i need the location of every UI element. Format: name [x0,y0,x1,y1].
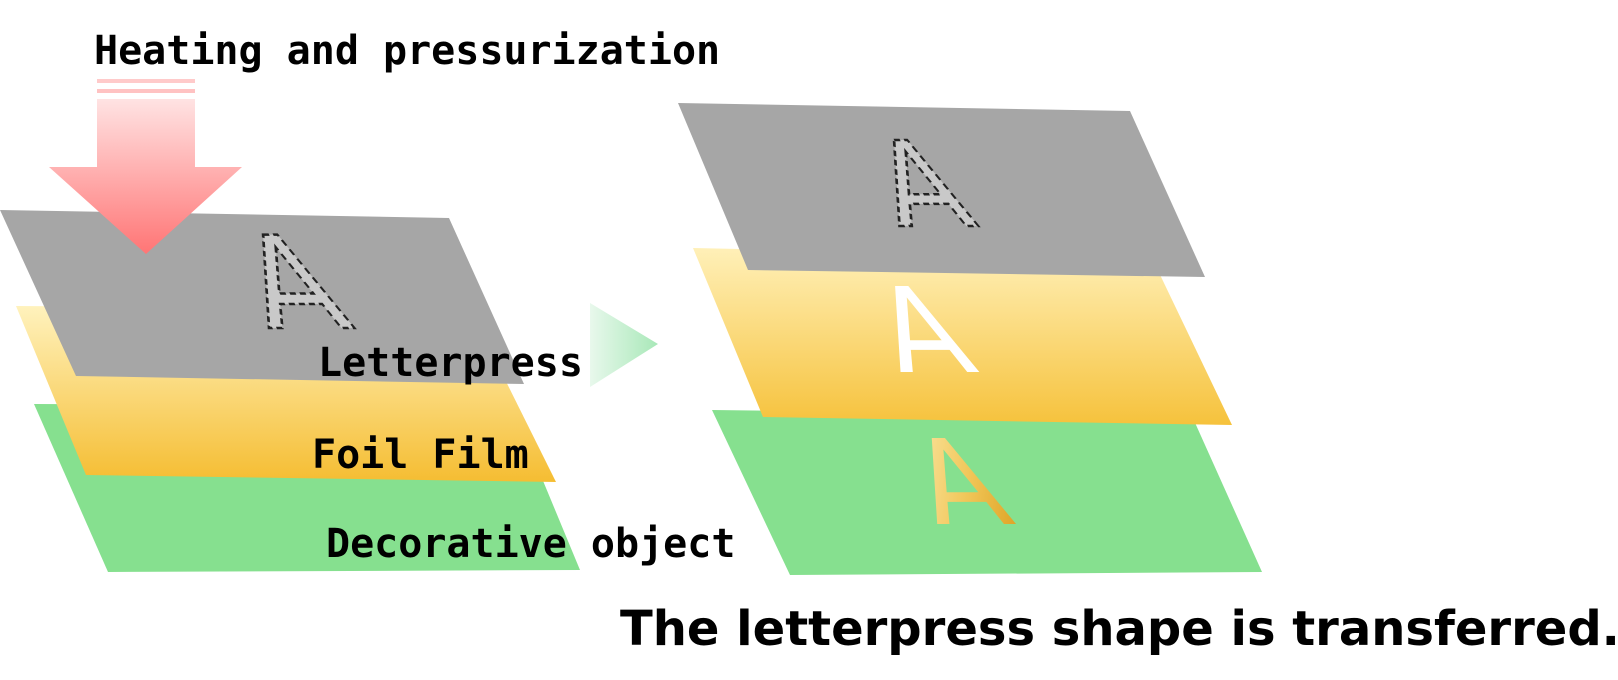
right-stack: A A A [678,103,1262,575]
pressure-arrow [49,79,242,254]
letterpress-label: Letterpress [318,340,583,386]
right-foil-film-plate [693,248,1232,425]
left-letterpress-plate [0,210,524,384]
left-stack: A [0,79,580,572]
right-letterpress-plate [678,103,1205,277]
right-decorative-object-plate [712,410,1262,575]
caption: The letterpress shape is transferred. [620,601,1618,657]
process-arrow [590,303,658,387]
heating-label: Heating and pressurization [94,28,720,74]
foil-film-label: Foil Film [312,432,529,478]
decorative-object-label: Decorative object [326,521,735,567]
